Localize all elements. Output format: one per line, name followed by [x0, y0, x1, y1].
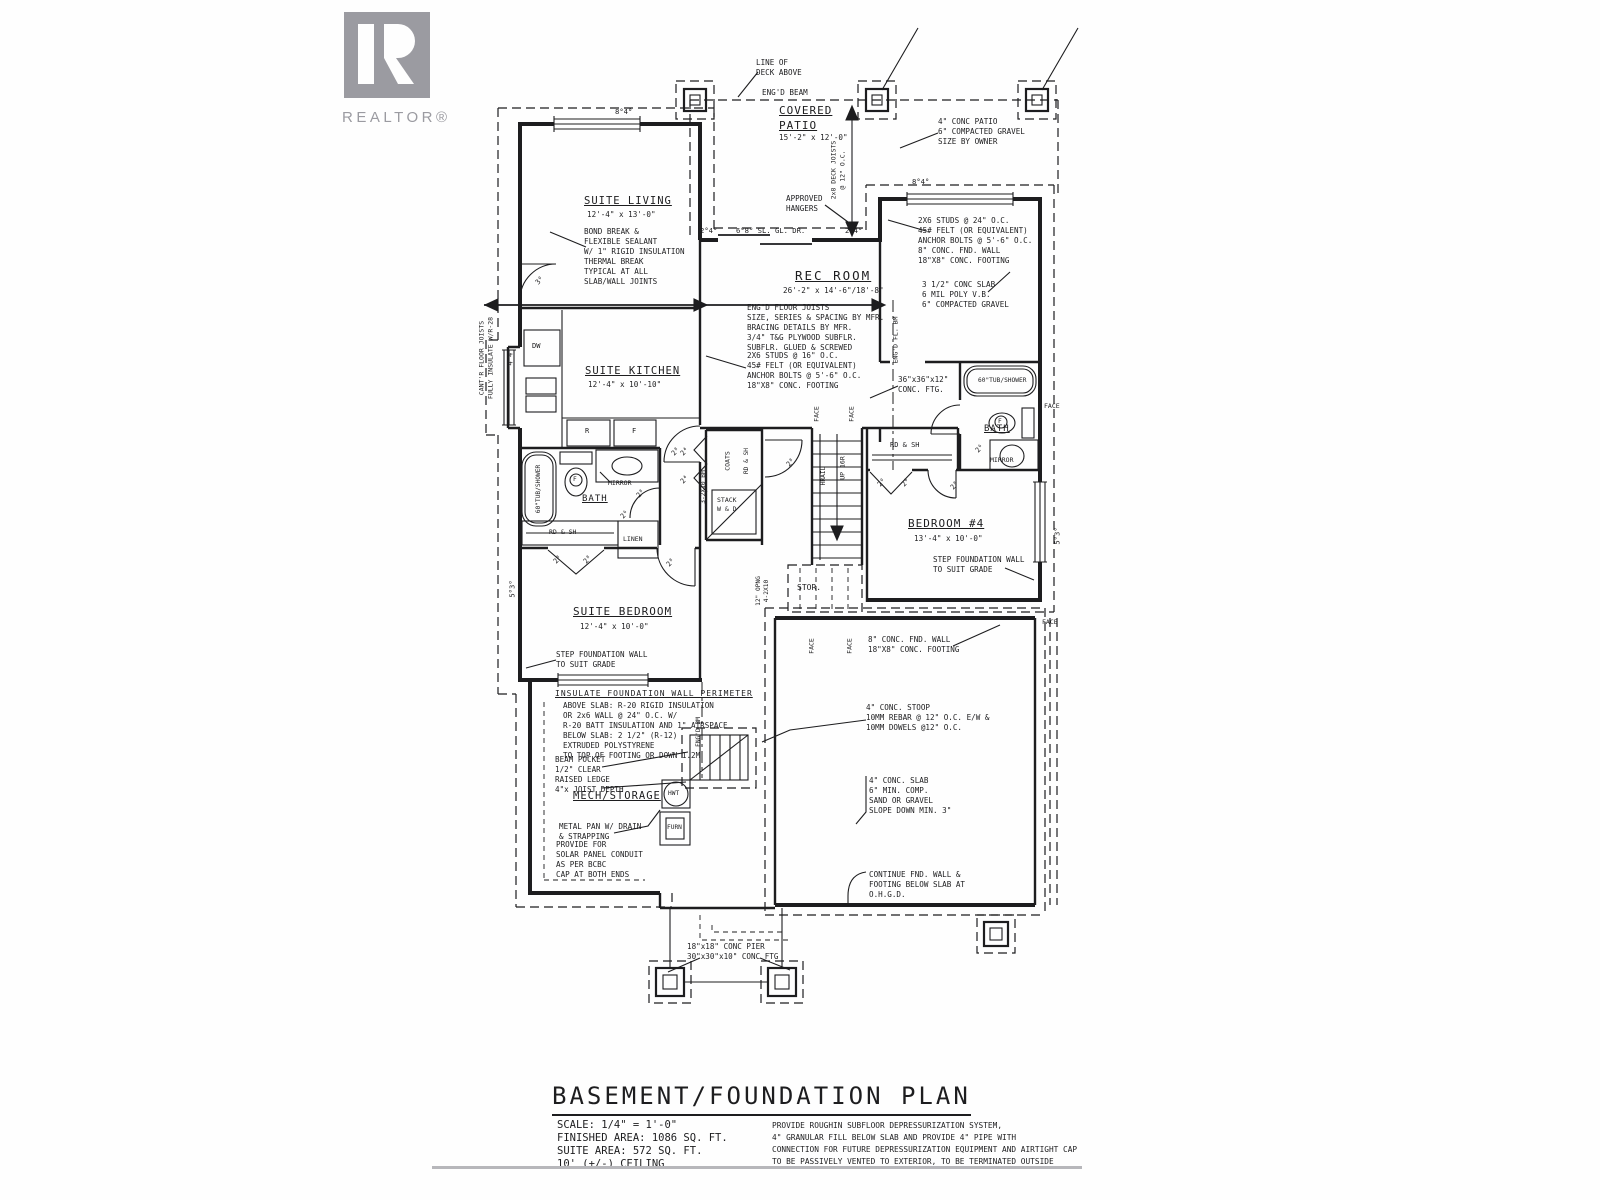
stack-wd-label: STACK W & D [717, 496, 737, 513]
suite-area-line: SUITE AREA: 572 SQ. FT. [557, 1145, 703, 1157]
fan-label: F [998, 418, 1002, 425]
rec-room-title: REC ROOM [795, 268, 872, 283]
cantilever-note: CANT'R FLOOR JOISTS FULLY INSULATE W/R-2… [477, 316, 494, 400]
linen-label: LINEN [623, 535, 643, 543]
exterior-walls [518, 122, 1042, 907]
storage-label: STOR. [797, 583, 822, 592]
continue-fnd-note: CONTINUE FND. WALL & FOOTING BELOW SLAB … [869, 870, 966, 900]
engd-beam-label: ENG'D BEAM [762, 88, 808, 97]
engd-bm-label: ENG'D BM [694, 717, 702, 747]
slab-note: 3 1/2" CONC SLAB 6 MIL POLY V.B. 6" COMP… [922, 280, 1009, 310]
dishwasher-label: DW [532, 342, 541, 350]
rod-shelf-label: RD & SH [742, 447, 750, 475]
deck-joists-label: 2x8 DECK JOISTS @ 12" O.C. [829, 140, 846, 200]
up-16r-label: UP 16R [838, 456, 847, 480]
furnace-label: FURN [667, 824, 682, 831]
dim-label: 5°3° [507, 580, 517, 598]
footer-divider [432, 1166, 1082, 1169]
step-foundation-note: STEP FOUNDATION WALL TO SUIT GRADE [933, 555, 1025, 575]
mirror-label: MIRROR [990, 456, 1014, 464]
suite-bedroom-dims: 12'-4" x 10'-0" [580, 622, 649, 631]
rod-shelf-label: RD & SH [549, 528, 577, 536]
handrail-label: HRAIL [819, 466, 827, 486]
plan-title: BASEMENT/FOUNDATION PLAN [552, 1082, 971, 1116]
conc-ftg-note: 36"x36"x12" CONC. FTG. [898, 375, 949, 395]
bond-break-note: BOND BREAK & FLEXIBLE SEALANT W/ 1" RIGI… [584, 227, 685, 287]
covered-patio-dims: 15'-2" x 12'-0" [779, 133, 848, 142]
stoop-note: 4" CONC. STOOP 10MM REBAR @ 12" O.C. E/W… [866, 703, 990, 733]
fan-label: F [573, 476, 577, 483]
bath-title: BATH [582, 494, 608, 504]
realtor-logo: REALTOR® [342, 12, 451, 126]
beam-pocket-note: BEAM POCKET 1/2" CLEAR [555, 755, 606, 775]
bath-title: BATH [984, 424, 1010, 434]
face-label: FACE [1042, 618, 1058, 626]
face-label: FACE [807, 638, 816, 654]
dim-label: 4°4° [505, 348, 515, 366]
suite-living-dims: 12'-4" x 13'-0" [587, 210, 656, 219]
detail-lines [483, 27, 1079, 998]
tub-label: 60"TUB/SHOWER [534, 464, 542, 514]
scale-line: SCALE: 1/4" = 1'-0" [557, 1119, 678, 1131]
opening-label: 12" OPNG 4-2X10 [754, 576, 770, 606]
fnd-wall-note: 8" CONC. FND. WALL 18"X8" CONC. FOOTING [868, 635, 960, 655]
suite-living-title: SUITE LIVING [584, 195, 672, 207]
fridge-label: F [632, 427, 637, 435]
engd-fl-bm-label: ENG'D FL. BM [891, 316, 900, 364]
coats-label: COATS [723, 451, 732, 471]
sliding-door-label: 6°8° SL. GL. DR. [736, 226, 806, 235]
dim-label: 2°4° [845, 226, 863, 235]
metal-pan-note: METAL PAN W/ DRAIN & STRAPPING [559, 822, 642, 842]
face-label: FACE [845, 638, 854, 654]
rod-shelf-label: RD & SH [890, 441, 920, 449]
mech-storage-title: MECH/STORAGE [573, 790, 661, 802]
suite-kitchen-title: SUITE KITCHEN [585, 365, 681, 377]
beam-size-label: 3-2X10 BM [699, 470, 707, 504]
conc-pier-note: 18"x18" CONC PIER 30"x30"x10" CONC FTG [687, 942, 779, 962]
insulate-title: INSULATE FOUNDATION WALL PERIMETER [555, 689, 753, 698]
dim-label: 8°4° [912, 177, 930, 186]
face-label: FACE [847, 406, 856, 422]
insulate-body: ABOVE SLAB: R-20 RIGID INSULATION OR 2x6… [563, 701, 728, 761]
depressurization-note: PROVIDE ROUGHIN SUBFLOOR DEPRESSURIZATIO… [772, 1121, 1078, 1167]
covered-patio-title: COVERED PATIO [779, 104, 833, 132]
dim-label: 8°4° [615, 107, 633, 116]
dashed-footings [485, 80, 1059, 1004]
finished-area-line: FINISHED AREA: 1086 SQ. FT. [557, 1132, 728, 1144]
range-label: R [585, 427, 590, 435]
garage-slab-note: 4" CONC. SLAB 6" MIN. COMP. SAND OR GRAV… [869, 776, 952, 816]
approved-hangers-note: APPROVED HANGERS [786, 194, 823, 214]
raised-ledge-note: RAISED LEDGE 4"x JOIST DEPTH [555, 775, 624, 795]
solar-conduit-note: PROVIDE FOR SOLAR PANEL CONDUIT AS PER B… [556, 840, 643, 880]
bedroom4-dims: 13'-4" x 10'-0" [914, 534, 983, 543]
step-foundation-note: STEP FOUNDATION WALL TO SUIT GRADE [556, 650, 648, 670]
hwt-label: HWT [668, 790, 680, 797]
face-label: FACE [1044, 402, 1060, 410]
beam-centerlines [701, 300, 894, 778]
dim-label: 2°4° [700, 226, 718, 235]
realtor-logo-text: REALTOR® [342, 109, 451, 126]
floor-joists-note: ENG'D FLOOR JOISTS SIZE, SERIES & SPACIN… [747, 303, 885, 353]
rec-room-dims: 26'-2" x 14'-6"/18'-8" [783, 286, 884, 295]
suite-bedroom-title: SUITE BEDROOM [573, 605, 673, 618]
mirror-label: MIRROR [608, 479, 632, 487]
conc-patio-note: 4" CONC PATIO 6" COMPACTED GRAVEL SIZE B… [938, 117, 1025, 147]
studs-24-note: 2X6 STUDS @ 24" O.C. 45# FELT (OR EQUIVA… [918, 216, 1033, 266]
deck-above-note: LINE OF DECK ABOVE [756, 58, 802, 78]
bedroom4-title: BEDROOM #4 [908, 517, 985, 530]
dim-label: 5°3° [1052, 527, 1062, 545]
tub-label: 60"TUB/SHOWER [978, 377, 1027, 384]
studs-16-note: 2X6 STUDS @ 16" O.C. 45# FELT (OR EQUIVA… [747, 351, 862, 391]
suite-kitchen-dims: 12'-4" x 10'-10" [588, 380, 662, 389]
fine-dashes [543, 568, 849, 941]
face-label: FACE [812, 406, 821, 422]
